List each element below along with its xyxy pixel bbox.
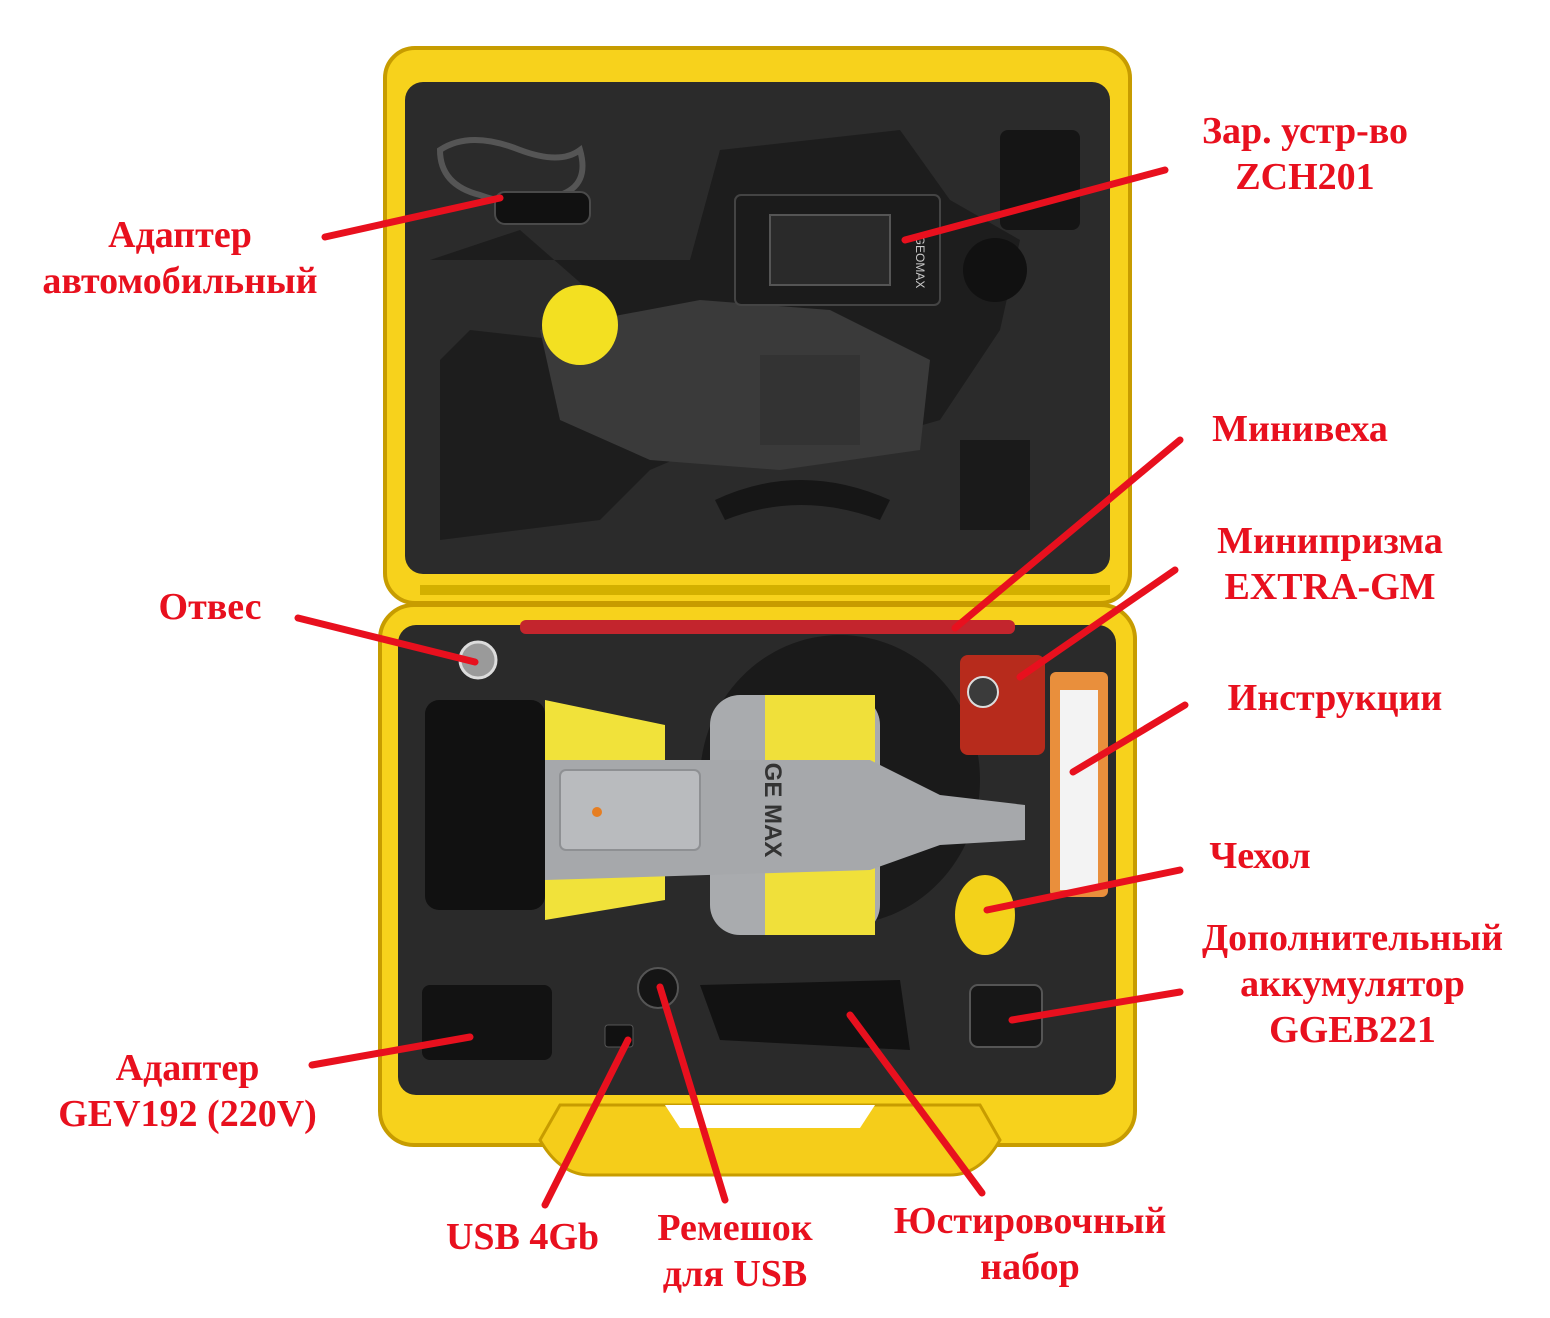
label-manuals: Инструкции <box>1227 677 1443 719</box>
label-usb: USB 4Gb <box>445 1216 600 1258</box>
label-plumb: Отвес <box>158 586 262 628</box>
pointer-mini-pole <box>951 436 1184 632</box>
charger-object: GEOMAX <box>734 194 941 306</box>
pointer-battery <box>1008 988 1184 1024</box>
pointer-usb-strap <box>656 983 729 1204</box>
yellow-cap <box>542 285 618 365</box>
pointer-plumb <box>294 614 479 666</box>
case-handle-bottom <box>538 1103 1002 1177</box>
pointer-ac-adapter <box>308 1033 474 1069</box>
label-cover: Чехол <box>1209 835 1311 877</box>
ac-adapter-object <box>422 985 552 1060</box>
mini-pole-object <box>520 620 1015 634</box>
pointer-manuals <box>1069 701 1189 776</box>
case-base: GE MAX <box>378 603 1137 1177</box>
pointer-car-adapter <box>321 194 504 241</box>
cover-object <box>955 875 1015 955</box>
pointer-cover <box>983 866 1184 914</box>
adjust-kit-object <box>700 980 910 1050</box>
case-lid: GEOMAX <box>383 46 1132 605</box>
charger-brand-text: GEOMAX <box>913 236 927 289</box>
pointer-mini-prism <box>1016 566 1179 681</box>
pointer-usb <box>541 1036 632 1209</box>
instrument-brand-text: GE MAX <box>759 763 786 858</box>
pointer-charger <box>901 166 1169 244</box>
tribrach-object <box>425 700 545 910</box>
pointer-adjust-kit <box>846 1011 986 1197</box>
total-station-object: GE MAX <box>545 695 1025 935</box>
car-adapter-object <box>436 137 591 225</box>
mini-prism-object <box>960 655 1045 755</box>
label-mini-pole: Минивеха <box>1212 408 1388 450</box>
